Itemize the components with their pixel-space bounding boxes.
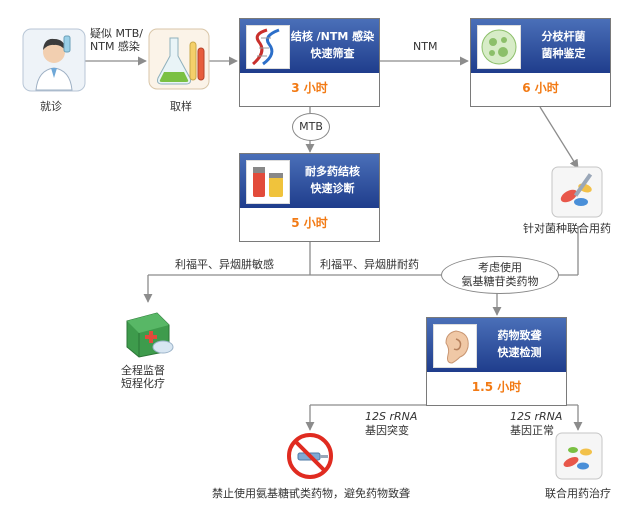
card4-title-2: 快速检测: [497, 346, 542, 359]
ear-icon: [433, 324, 477, 368]
card1-title-2: 快速筛查: [310, 47, 355, 60]
card4-time: 1.5 小时: [471, 380, 522, 394]
doctor-icon: [22, 28, 86, 92]
combo-pills-icon: [555, 432, 603, 480]
medicine-icon: [246, 160, 290, 204]
pills-icon: [551, 166, 603, 218]
card1-title-1: 结核 /NTM 感染: [290, 30, 375, 43]
test-tube-icon: [148, 28, 210, 90]
mutation-gene: 12S rRNA: [365, 410, 418, 423]
combo-label: 联合用药治疗: [545, 487, 611, 500]
medicine-kit-icon: [117, 303, 179, 359]
suspect-label-1: 疑似 MTB/: [90, 27, 143, 40]
species-identification-card: 分枝杆菌菌种鉴定 6 小时: [470, 18, 611, 107]
mtb-ntm-screening-card: 结核 /NTM 感染快速筛查 3 小时: [239, 18, 380, 107]
resistant-label: 利福平、异烟肼耐药: [320, 258, 419, 271]
dna-icon: [246, 25, 290, 69]
consider-line-2: 氨基糖苷类药物: [461, 275, 539, 288]
card4-title-1: 药物致聋: [497, 329, 542, 342]
sample-label: 取样: [170, 100, 192, 113]
consider-line-1: 考虑使用: [478, 261, 522, 274]
mdr-diagnosis-card: 耐多药结核快速诊断 5 小时: [239, 153, 380, 242]
suspect-label-2: NTM 感染: [90, 40, 140, 53]
consider-aminoglycoside: 考虑使用 氨基糖苷类药物: [441, 256, 559, 294]
supervision-line-2: 短程化疗: [121, 377, 165, 390]
normal-gene: 12S rRNA: [510, 410, 563, 423]
no-injection-icon: [286, 432, 334, 480]
ototoxicity-detection-card: 药物致聋快速检测 1.5 小时: [426, 317, 567, 406]
card2-time: 6 小时: [522, 81, 559, 95]
sensitive-label: 利福平、异烟肼敏感: [175, 258, 274, 271]
normal-status: 基因正常: [510, 424, 554, 437]
mtb-label: MTB: [292, 113, 330, 141]
card3-time: 5 小时: [291, 216, 328, 230]
card3-title-2: 快速诊断: [310, 182, 355, 195]
forbid-label: 禁止使用氨基糖甙类药物，避免药物致聋: [212, 487, 410, 500]
targeted-drugs-label: 针对菌种联合用药: [523, 222, 611, 235]
card2-title-1: 分枝杆菌: [541, 30, 586, 43]
bacteria-icon: [477, 25, 521, 69]
ntm-label: NTM: [413, 40, 438, 53]
mutation-status: 基因突变: [365, 424, 409, 437]
patient-label: 就诊: [40, 100, 62, 113]
card2-title-2: 菌种鉴定: [541, 47, 586, 60]
card1-time: 3 小时: [291, 81, 328, 95]
supervision-line-1: 全程监督: [121, 364, 165, 377]
card3-title-1: 耐多药结核: [305, 165, 360, 178]
